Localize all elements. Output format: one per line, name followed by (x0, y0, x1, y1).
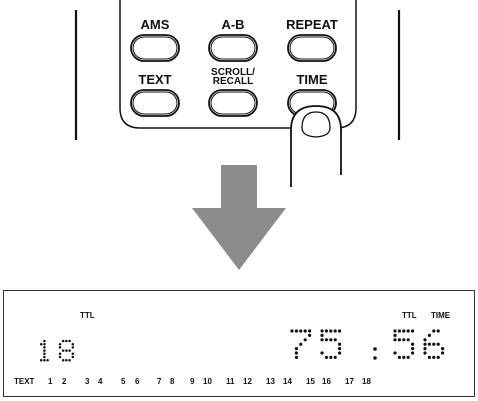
repeat-button[interactable]: REPEAT (280, 17, 344, 32)
fingernail-shape (301, 111, 331, 138)
finger-pressing-icon (290, 105, 342, 187)
time-second-digit (393, 329, 415, 359)
display-panel: TTL TTL TIME TEXT 1 2 3 4 5 6 7 8 9 10 1… (3, 290, 475, 397)
track-number: 7 (157, 377, 162, 386)
track-number: 10 (203, 377, 212, 386)
track-number: 18 (362, 377, 371, 386)
time-indicator: TIME (431, 311, 451, 320)
track-number: 6 (135, 377, 140, 386)
time-second-digit (423, 329, 445, 359)
track-number: 11 (226, 377, 235, 386)
track-digit (58, 339, 75, 362)
track-number: 12 (243, 377, 252, 386)
repeat-label: REPEAT (286, 17, 338, 32)
track-number: 8 (170, 377, 175, 386)
a-b-label: A-B (221, 17, 245, 32)
down-arrow-icon (192, 165, 286, 270)
track-number: 17 (345, 377, 354, 386)
time-separator-colon (373, 347, 377, 360)
remote-body-outline (119, 0, 357, 129)
track-digit (39, 339, 49, 362)
track-number: 14 (283, 377, 292, 386)
dot-matrix-readout (39, 329, 445, 362)
track-number: 2 (62, 377, 67, 386)
recall-label: RECALL (212, 76, 254, 87)
time-label: TIME (296, 72, 328, 87)
ttl-indicator-left: TTL (80, 311, 95, 320)
track-number: 15 (306, 377, 315, 386)
ttl-indicator-right: TTL (402, 311, 417, 320)
text-indicator: TEXT (14, 377, 35, 386)
time-minute-digit (290, 329, 312, 359)
time-button[interactable]: TIME (288, 72, 336, 87)
time-minute-digit (320, 329, 342, 359)
track-number: 4 (98, 377, 103, 386)
track-number: 1 (48, 377, 53, 386)
text-button[interactable]: TEXT (131, 72, 179, 87)
track-number: 5 (121, 377, 126, 386)
text-label: TEXT (138, 72, 172, 87)
remote-control-illustration (74, 0, 401, 187)
scroll-label: SCROLL/ (211, 67, 255, 78)
ams-label: AMS (140, 17, 170, 32)
a-b-button[interactable]: A-B (209, 17, 257, 32)
track-number: 13 (266, 377, 275, 386)
scroll-recall-button[interactable]: SCROLL/ RECALL (203, 67, 263, 87)
ams-button[interactable]: AMS (131, 17, 179, 32)
track-number: 16 (322, 377, 331, 386)
track-number: 9 (190, 377, 195, 386)
track-number: 3 (85, 377, 90, 386)
